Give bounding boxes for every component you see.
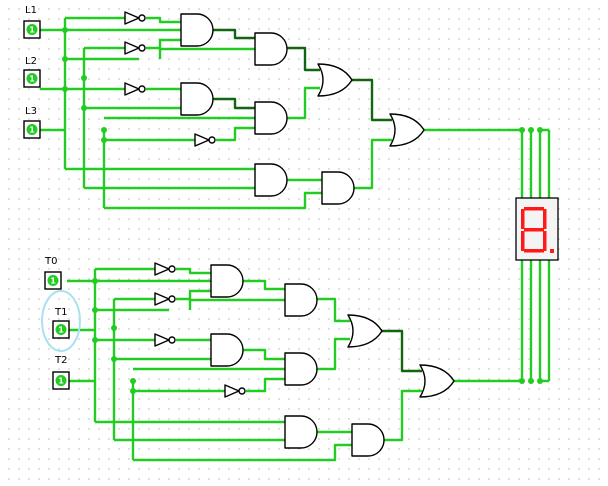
- seven-segment-display[interactable]: [515, 197, 559, 261]
- and-gate[interactable]: [284, 415, 318, 449]
- input-pin-t1[interactable]: T1 1: [52, 307, 70, 339]
- and-gate[interactable]: [210, 264, 244, 298]
- and-gate[interactable]: [254, 101, 288, 135]
- and-gate[interactable]: [284, 352, 318, 386]
- bottom-gates: [154, 262, 455, 457]
- and-gate[interactable]: [180, 13, 214, 47]
- input-value: 1: [58, 326, 64, 335]
- not-gate[interactable]: [224, 384, 246, 398]
- selection-ring: [41, 290, 81, 352]
- segment-g: [524, 228, 544, 232]
- not-gate[interactable]: [154, 333, 176, 347]
- input-label: L1: [25, 5, 37, 16]
- segment-e: [521, 231, 525, 251]
- segment-c: [543, 231, 547, 251]
- or-gate[interactable]: [317, 63, 353, 97]
- and-gate[interactable]: [180, 82, 214, 116]
- input-value: 1: [29, 26, 35, 35]
- or-gate[interactable]: [419, 364, 455, 398]
- inputs-group-b: T0 1 T1 1 T2 1: [41, 256, 81, 390]
- bottom-wiring: [67, 267, 543, 462]
- and-gate[interactable]: [284, 283, 318, 317]
- display-segments: [521, 207, 554, 253]
- segment-a: [524, 207, 544, 211]
- input-value: 1: [50, 277, 56, 286]
- segment-d: [524, 249, 544, 253]
- segment-b: [543, 209, 547, 229]
- input-pin-l1[interactable]: L1 1: [23, 5, 41, 39]
- not-gate[interactable]: [154, 262, 176, 276]
- input-pin-l3[interactable]: L3 1: [23, 106, 41, 139]
- segment-f: [521, 209, 525, 229]
- not-gate[interactable]: [124, 82, 146, 96]
- segment-dp: [550, 249, 554, 253]
- input-label: L2: [25, 56, 37, 67]
- not-gate[interactable]: [194, 133, 216, 147]
- not-gate[interactable]: [124, 11, 146, 25]
- input-label: T2: [54, 355, 67, 366]
- top-wiring: [40, 16, 543, 210]
- input-pin-t2[interactable]: T2 1: [52, 355, 70, 390]
- and-gate[interactable]: [254, 32, 288, 66]
- or-gate[interactable]: [389, 113, 425, 147]
- and-gate[interactable]: [321, 171, 355, 205]
- input-label: T1: [54, 307, 67, 318]
- and-gate[interactable]: [351, 423, 385, 457]
- and-gate[interactable]: [210, 333, 244, 367]
- not-gate[interactable]: [154, 292, 176, 306]
- top-gates: [124, 11, 425, 205]
- not-gate[interactable]: [124, 41, 146, 55]
- input-label: L3: [25, 106, 37, 117]
- input-value: 1: [58, 377, 64, 386]
- input-label: T0: [44, 256, 57, 267]
- input-pin-l2[interactable]: L2 1: [23, 56, 41, 88]
- input-value: 1: [29, 75, 35, 84]
- inputs-group-a: L1 1 L2 1 L3 1: [23, 5, 41, 139]
- and-gate[interactable]: [254, 163, 288, 197]
- input-value: 1: [29, 126, 35, 135]
- input-pin-t0[interactable]: T0 1: [44, 256, 62, 290]
- or-gate[interactable]: [347, 314, 383, 348]
